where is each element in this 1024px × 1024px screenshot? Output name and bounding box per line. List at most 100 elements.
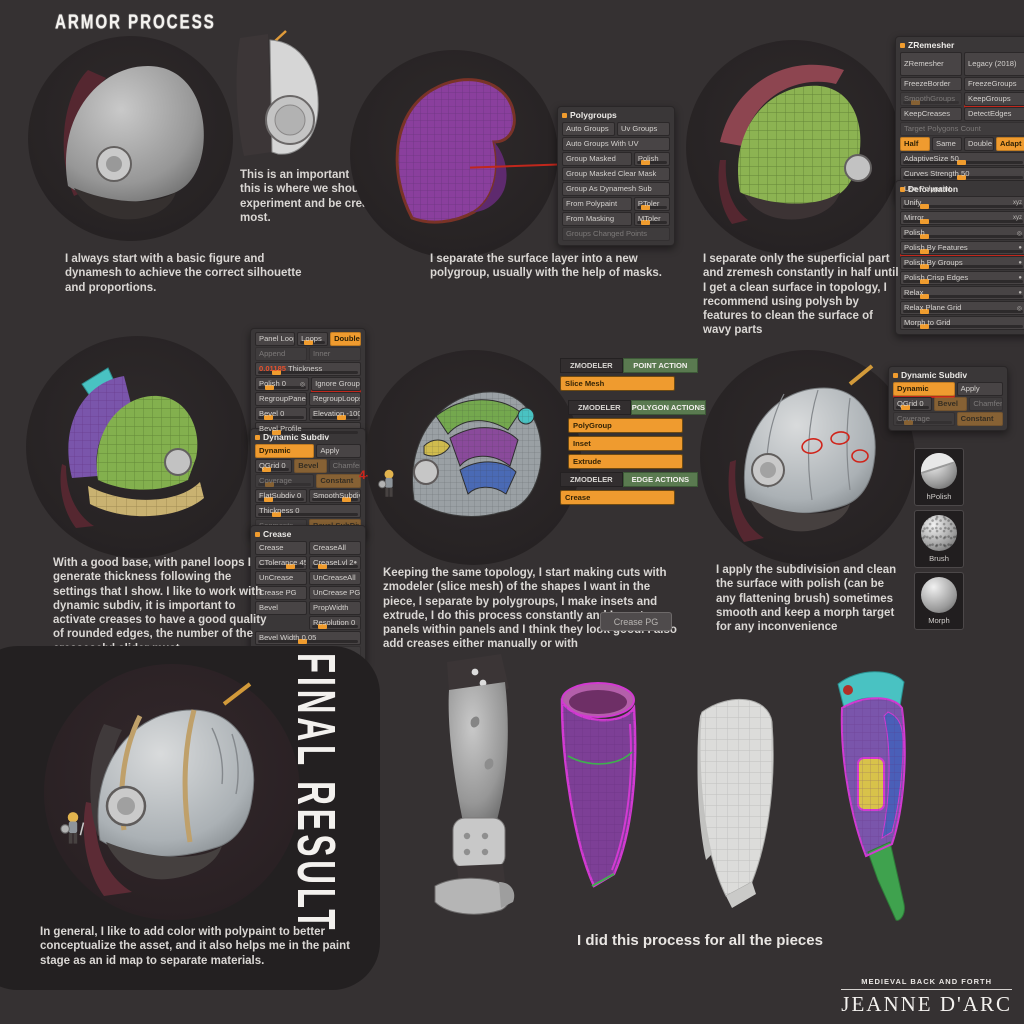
- slider-handle[interactable]: [318, 564, 328, 569]
- zmodeler-tab[interactable]: ZMODELER: [560, 358, 623, 373]
- ctl-dynamic[interactable]: Dynamic: [893, 382, 955, 396]
- slider-track[interactable]: [903, 234, 1023, 239]
- zmodeler-item-slice-mesh[interactable]: Slice Mesh: [560, 376, 675, 391]
- slider-handle[interactable]: [298, 639, 307, 644]
- ctl-uncrease-pg[interactable]: UnCrease PG: [309, 586, 361, 600]
- slider-handle[interactable]: [262, 467, 272, 472]
- zmodeler-action-category[interactable]: POLYGON ACTIONS: [630, 400, 706, 415]
- ctl-keepgroups[interactable]: KeepGroups: [964, 92, 1024, 106]
- ctl-uncreaseall[interactable]: UnCreaseAll: [309, 571, 361, 585]
- ctl-morph-to-grid[interactable]: Morph to Grid: [900, 316, 1024, 330]
- slider-handle[interactable]: [641, 220, 651, 225]
- slider-handle[interactable]: [641, 160, 651, 165]
- ctl-smoothsubdiv[interactable]: SmoothSubdiv: [309, 489, 361, 503]
- ctl-adapt[interactable]: Adapt: [996, 137, 1024, 151]
- ctl-polish[interactable]: Polish: [633, 152, 670, 166]
- slider-track[interactable]: [258, 430, 358, 435]
- slider-track[interactable]: [903, 309, 1023, 314]
- slider-handle[interactable]: [919, 309, 929, 314]
- slider-track[interactable]: [312, 497, 358, 502]
- ctl-curves-strength-50[interactable]: Curves Strength 50: [900, 167, 1024, 181]
- slider-track[interactable]: [636, 205, 667, 210]
- slider-track[interactable]: [903, 324, 1023, 329]
- ctl-from-polypaint[interactable]: From Polypaint: [562, 197, 632, 211]
- slider-handle[interactable]: [264, 415, 274, 420]
- ctl-polish-by-groups[interactable]: Polish By Groups●: [900, 256, 1024, 270]
- ctl-ignore-groups[interactable]: Ignore Groups: [311, 377, 361, 391]
- zmodeler-item-extrude[interactable]: Extrude: [568, 454, 683, 469]
- slider-track[interactable]: [258, 639, 358, 644]
- slider-track[interactable]: [903, 204, 1023, 209]
- ctl-group-as-dynamesh-sub[interactable]: Group As Dynamesh Sub: [562, 182, 670, 196]
- ctl-relax-plane-grid[interactable]: Relax Plane Grid◎: [900, 301, 1024, 315]
- ctl-bevel-width-0-05[interactable]: Bevel Width 0.05: [255, 631, 361, 645]
- ctl-freezeborder[interactable]: FreezeBorder: [900, 77, 962, 91]
- ctl-relax[interactable]: Relax●: [900, 286, 1024, 300]
- ctl-uncrease[interactable]: UnCrease: [255, 571, 307, 585]
- ctl-ctolerance-45[interactable]: CTolerance 45: [255, 556, 307, 570]
- ctl-crease-pg[interactable]: Crease PG: [255, 586, 307, 600]
- slider-track[interactable]: [896, 420, 952, 425]
- slider-track[interactable]: [636, 160, 667, 165]
- slider-track[interactable]: [903, 264, 1023, 269]
- ctl-polish-0[interactable]: Polish 0◎: [255, 377, 310, 391]
- slider-handle[interactable]: [900, 405, 910, 410]
- slider-track[interactable]: [903, 175, 1023, 180]
- ctl-mtoler[interactable]: MToler: [633, 212, 670, 226]
- slider-track[interactable]: [903, 100, 959, 105]
- slider-handle[interactable]: [919, 234, 929, 239]
- ctl-zremesher[interactable]: ZRemesher: [900, 52, 962, 76]
- slider-handle[interactable]: [272, 512, 281, 517]
- slider-handle[interactable]: [264, 385, 274, 390]
- slider-handle[interactable]: [641, 205, 651, 210]
- ctl-panel-loops[interactable]: Panel Loops: [255, 332, 296, 346]
- ctl-creaseall[interactable]: CreaseAll: [309, 541, 361, 555]
- zmodeler-tab[interactable]: ZMODELER: [568, 400, 631, 415]
- slider-handle[interactable]: [919, 204, 929, 209]
- slider-handle[interactable]: [919, 294, 929, 299]
- ctl-flatsubdiv-0[interactable]: FlatSubdiv 0: [255, 489, 307, 503]
- slider-track[interactable]: [312, 415, 358, 420]
- ctl-polish[interactable]: Polish◎: [900, 226, 1024, 240]
- ctl-ptoler[interactable]: PToler: [633, 197, 670, 211]
- ctl-same[interactable]: Same: [932, 137, 962, 151]
- slider-track[interactable]: [258, 415, 304, 420]
- slider-handle[interactable]: [910, 100, 920, 105]
- slider-track[interactable]: [636, 220, 667, 225]
- ctl-regrouploops[interactable]: RegroupLoops: [309, 392, 361, 406]
- slider-track[interactable]: [258, 482, 312, 487]
- ctl-elevation-100[interactable]: Elevation -100: [309, 407, 361, 421]
- ctl-auto-groups-with-uv[interactable]: Auto Groups With UV: [562, 137, 670, 151]
- slider-track[interactable]: [903, 219, 1023, 224]
- ctl-regrouppanels[interactable]: RegroupPanels: [255, 392, 307, 406]
- ctl-double[interactable]: Double: [330, 332, 361, 346]
- hpolish-brush-thumbnail[interactable]: hPolish: [914, 448, 964, 506]
- ctl-double[interactable]: Double: [964, 137, 994, 151]
- slider-track[interactable]: [258, 385, 307, 390]
- ctl-apply[interactable]: Apply: [956, 382, 1003, 396]
- slider-track[interactable]: [903, 160, 1023, 165]
- slider-track[interactable]: [312, 564, 358, 569]
- ctl-freezegroups[interactable]: FreezeGroups: [964, 77, 1024, 91]
- ctl-apply[interactable]: Apply: [316, 444, 361, 458]
- slider-track[interactable]: [258, 497, 304, 502]
- slider-handle[interactable]: [272, 370, 281, 375]
- slider-handle[interactable]: [919, 264, 929, 269]
- ctl-half[interactable]: Half: [900, 137, 930, 151]
- slider-handle[interactable]: [337, 415, 347, 420]
- morph-brush-thumbnail[interactable]: Morph: [914, 572, 964, 630]
- slider-handle[interactable]: [265, 482, 275, 487]
- zmodeler-item-crease[interactable]: Crease: [560, 490, 675, 505]
- slider-handle[interactable]: [318, 624, 328, 629]
- ctl-group-masked-clear-mask[interactable]: Group Masked Clear Mask: [562, 167, 670, 181]
- ctl-detectedges[interactable]: DetectEdges: [964, 107, 1024, 121]
- slider-handle[interactable]: [957, 160, 966, 165]
- slider-handle[interactable]: [957, 175, 966, 180]
- zmodeler-item-inset[interactable]: Inset: [568, 436, 683, 451]
- slider-track[interactable]: [903, 249, 1023, 254]
- ctl-adaptivesize-50[interactable]: AdaptiveSize 50: [900, 152, 1024, 166]
- slider-track[interactable]: [312, 624, 358, 629]
- slider-track[interactable]: [258, 370, 358, 375]
